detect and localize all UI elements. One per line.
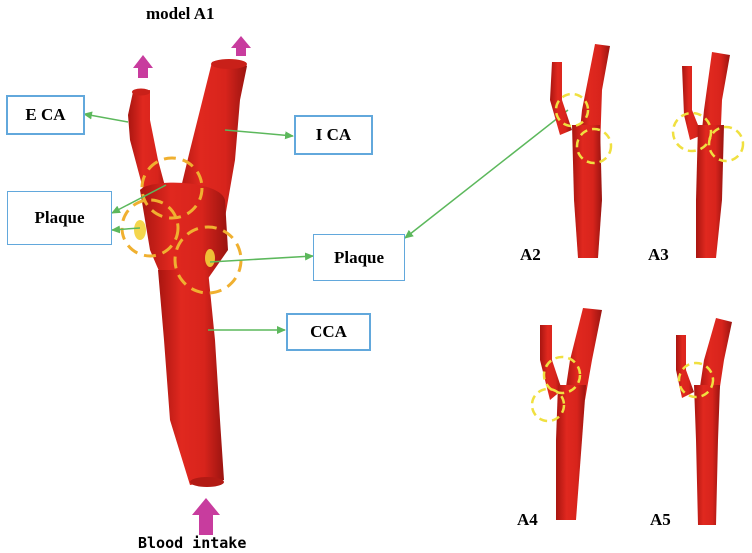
variant-model-a3 xyxy=(671,52,745,258)
pointer-ica xyxy=(224,129,294,140)
pointer-eca xyxy=(83,111,129,123)
cca-trunk xyxy=(158,270,224,485)
outflow-arrow-ica xyxy=(231,36,251,56)
pointer-plaque-left-1 xyxy=(111,184,167,214)
label-box-cca: CCA xyxy=(286,313,371,351)
variant-label-a3: A3 xyxy=(648,245,669,264)
label-box-plaque-right: Plaque xyxy=(313,234,405,281)
variant-label-a5: A5 xyxy=(650,510,671,529)
label-box-eca: E CA xyxy=(6,95,85,135)
blood-intake-label: Blood intake xyxy=(138,534,247,552)
label-box-ica: I CA xyxy=(294,115,373,155)
pointer-plaque-right xyxy=(209,252,314,263)
main-vessel-model xyxy=(128,59,247,487)
pointer-plaque-to-variant xyxy=(404,109,569,239)
pointer-plaque-left-2 xyxy=(111,225,141,234)
variant-model-a4 xyxy=(530,308,602,520)
variant-model-a2 xyxy=(550,44,613,258)
variant-label-a2: A2 xyxy=(520,245,541,264)
variant-model-a5 xyxy=(676,318,732,525)
outflow-arrow-eca xyxy=(133,55,153,78)
label-box-plaque-left: Plaque xyxy=(7,191,112,245)
figure-title: model A1 xyxy=(146,4,215,23)
plaque-circle xyxy=(120,198,180,258)
intake-arrow xyxy=(192,498,220,535)
variant-label-a4: A4 xyxy=(517,510,538,529)
plaque-circle xyxy=(140,156,204,220)
